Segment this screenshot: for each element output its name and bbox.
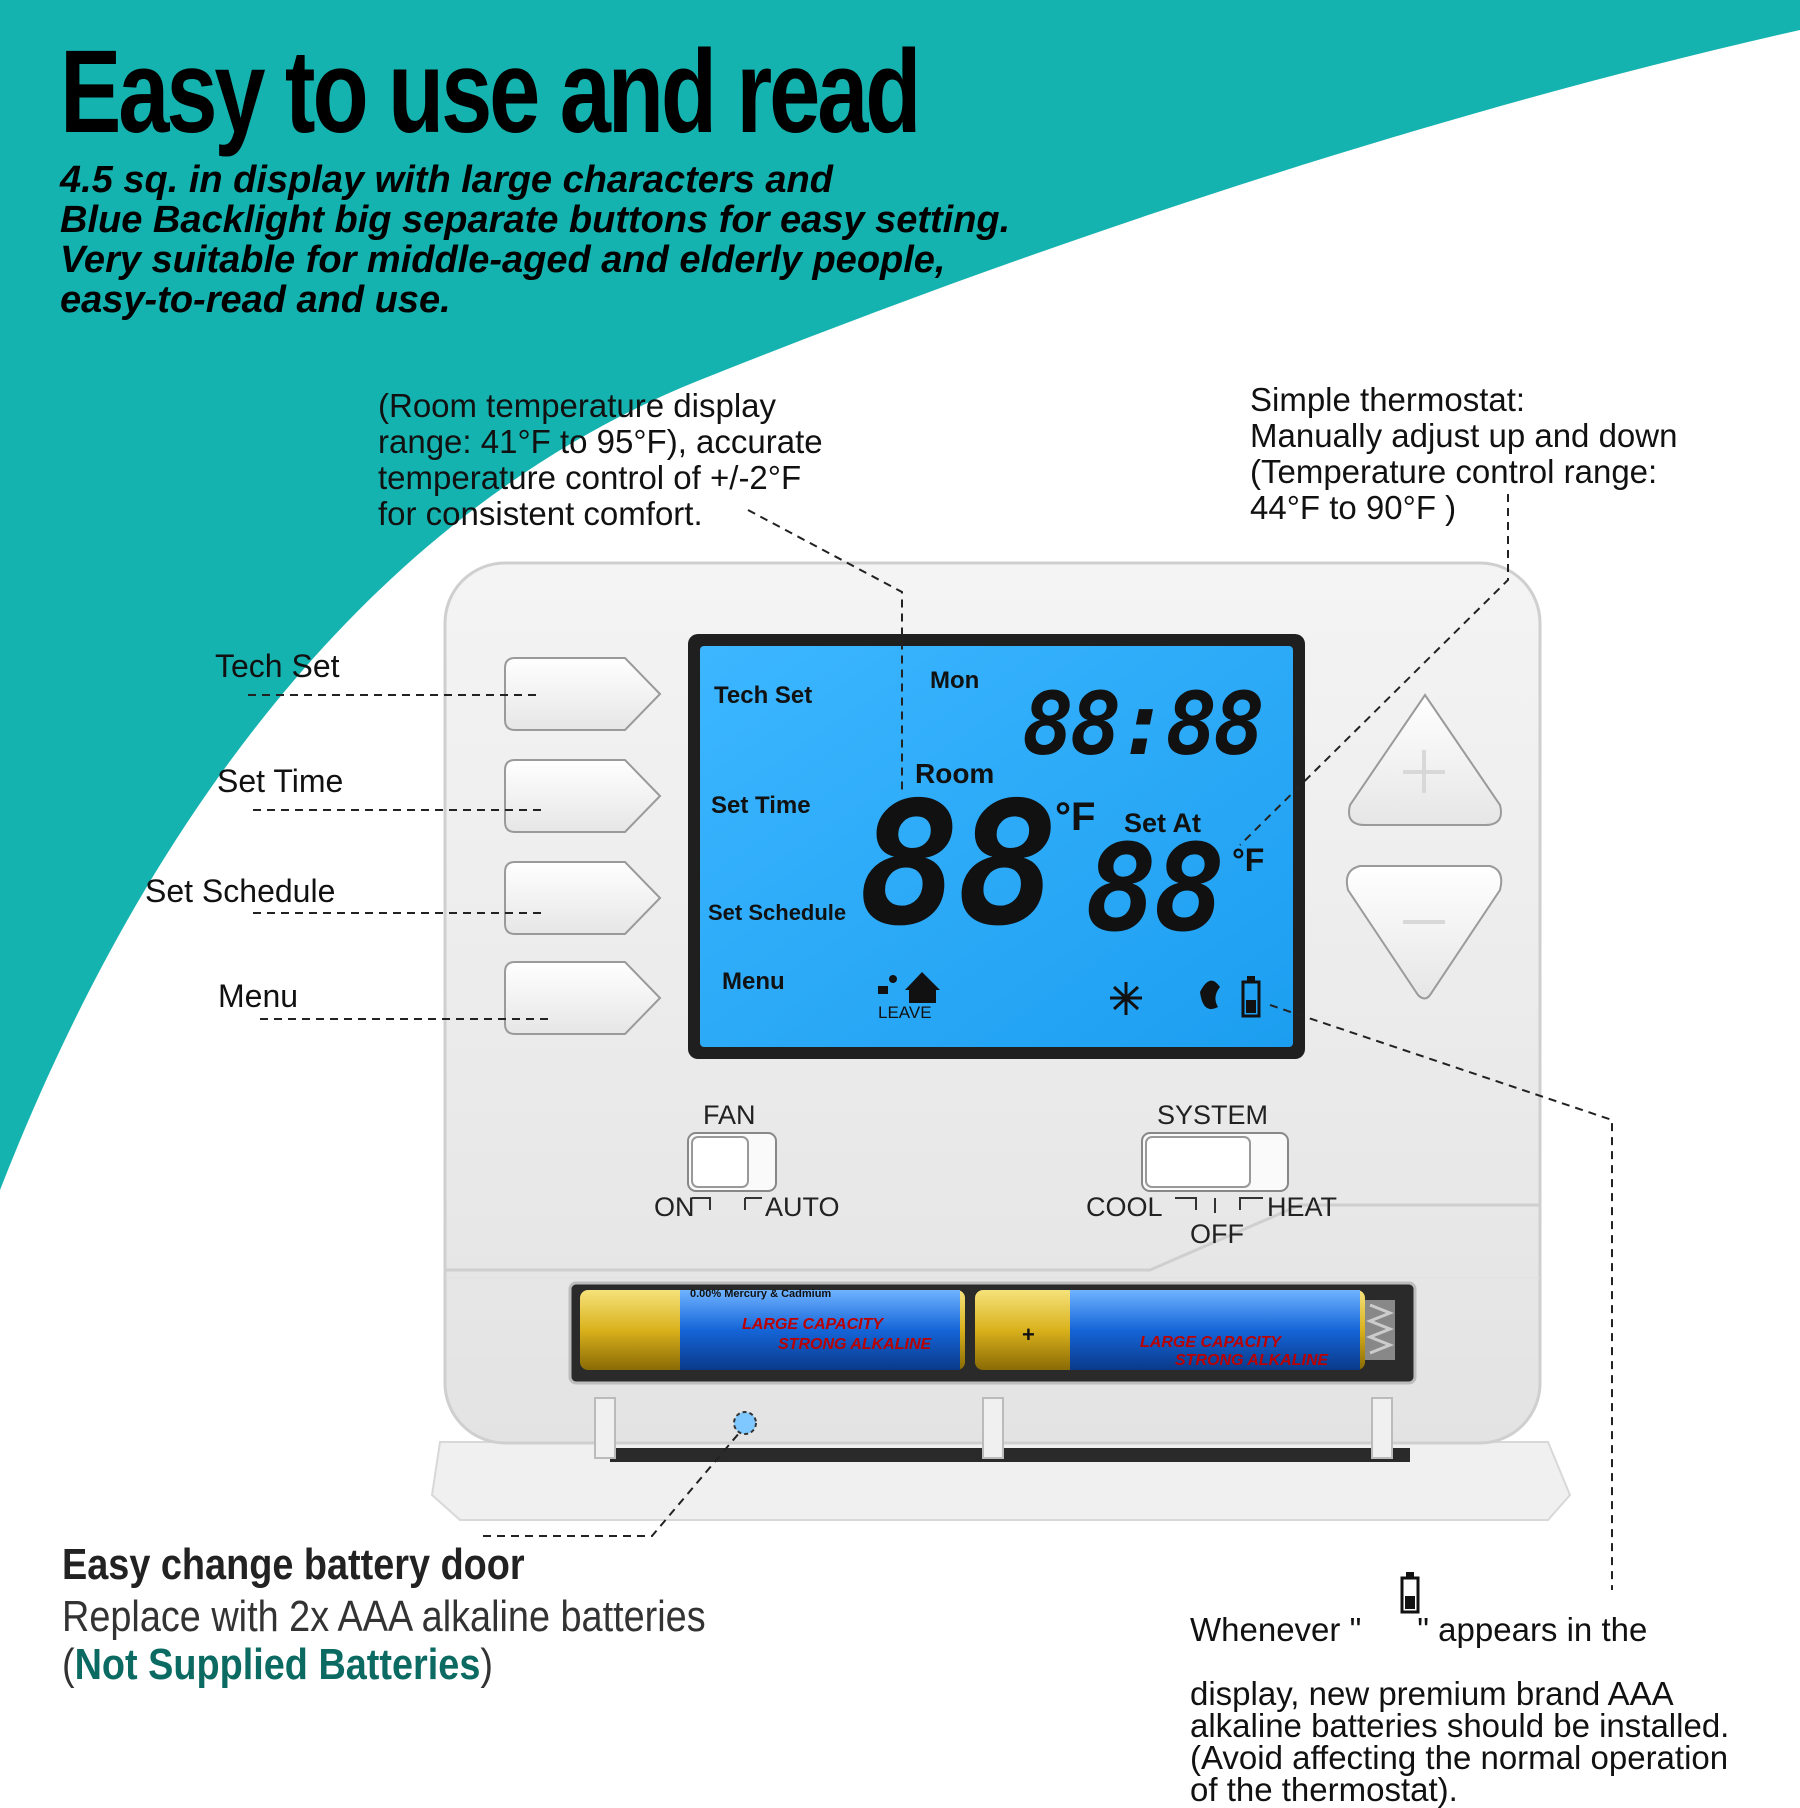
fan-on-label: ON: [654, 1192, 695, 1222]
side-label-tech-set: Tech Set: [215, 648, 340, 684]
battery2-capacity-label: LARGE CAPACITY: [1140, 1334, 1282, 1351]
lcd-set-unit: °F: [1232, 842, 1265, 878]
set-time-button[interactable]: [505, 760, 660, 832]
page-headline: Easy to use and read: [60, 26, 921, 158]
lcd-room-temp: 88: [858, 766, 1059, 964]
teal-swoosh: [0, 0, 1800, 1190]
battery-warning-rest: display, new premium brand AAA alkaline …: [1190, 1675, 1730, 1808]
lcd-screen: [700, 646, 1293, 1047]
lcd-room-unit: °F: [1055, 795, 1096, 839]
battery-warning-after: " appears in the: [1417, 1611, 1648, 1648]
battery-door-subtitle: Replace with 2x AAA alkaline batteries: [62, 1592, 706, 1641]
side-button-shapes: [504, 657, 662, 1035]
home-leave-icon: [876, 970, 944, 1006]
menu-button[interactable]: [505, 962, 660, 1034]
battery-note-open: (: [62, 1640, 75, 1689]
lcd-set-time: Set Time: [711, 792, 811, 819]
lcd-set-schedule: Set Schedule: [708, 900, 847, 925]
fan-title: FAN: [703, 1100, 756, 1130]
battery-note-close: ): [480, 1640, 493, 1689]
tech-set-button[interactable]: [505, 658, 660, 730]
lcd-leave: LEAVE: [878, 1003, 932, 1022]
lcd-set-temp: 88: [1085, 820, 1225, 959]
system-heat-label: HEAT: [1267, 1192, 1338, 1222]
snowflake-icon: [1108, 980, 1144, 1016]
battery-door-title: Easy change battery door: [62, 1540, 525, 1589]
battery2-alkaline-label: STRONG ALKALINE: [1175, 1352, 1329, 1369]
battery-mercury-label: 0.00% Mercury & Cadmium: [690, 1288, 832, 1300]
set-schedule-button[interactable]: [505, 862, 660, 934]
lcd-day: Mon: [930, 667, 980, 694]
fan-auto-label: AUTO: [765, 1192, 840, 1222]
door-indicator-dot: [733, 1411, 757, 1435]
lcd-clock: 88:88: [1022, 675, 1265, 775]
battery-door-note: (Not Supplied Batteries): [62, 1640, 493, 1690]
side-label-set-schedule: Set Schedule: [145, 873, 336, 909]
battery2-plus-label: +: [1022, 1322, 1035, 1347]
temp-up-button[interactable]: [1345, 695, 1505, 825]
system-cool-label: COOL: [1086, 1192, 1163, 1222]
battery-note-highlight: Not Supplied Batteries: [74, 1640, 481, 1689]
lcd-icon-shapes: [878, 972, 1261, 1018]
system-off-label: OFF: [1190, 1219, 1244, 1249]
simple-thermostat-callout: Simple thermostat: Manually adjust up an…: [1250, 381, 1678, 526]
battery-warning-before: Whenever ": [1190, 1611, 1362, 1648]
lcd-tech-set: Tech Set: [714, 682, 813, 709]
battery1-alkaline-label: STRONG ALKALINE: [778, 1336, 932, 1353]
battery-low-icon: [1242, 975, 1260, 1017]
battery-warning-callout: Whenever " " appears in the display, new …: [1190, 1582, 1729, 1806]
fan-icon: [1198, 982, 1224, 1012]
battery1-capacity-label: LARGE CAPACITY: [742, 1316, 884, 1333]
system-title: SYSTEM: [1157, 1100, 1269, 1130]
side-label-menu: Menu: [218, 978, 299, 1014]
lcd-menu: Menu: [722, 968, 785, 995]
lcd-room-label: Room: [915, 758, 995, 789]
side-label-set-time: Set Time: [217, 763, 344, 799]
lcd-set-at-label: Set At: [1124, 808, 1202, 838]
page-subhead: 4.5 sq. in display with large characters…: [60, 159, 1011, 321]
down-button-shape: [1345, 865, 1503, 1000]
fan-switch[interactable]: [688, 1133, 776, 1191]
room-temp-callout: (Room temperature display range: 41°F to…: [378, 387, 823, 532]
temp-down-button[interactable]: [1345, 866, 1505, 1001]
system-switch[interactable]: [1142, 1133, 1288, 1191]
